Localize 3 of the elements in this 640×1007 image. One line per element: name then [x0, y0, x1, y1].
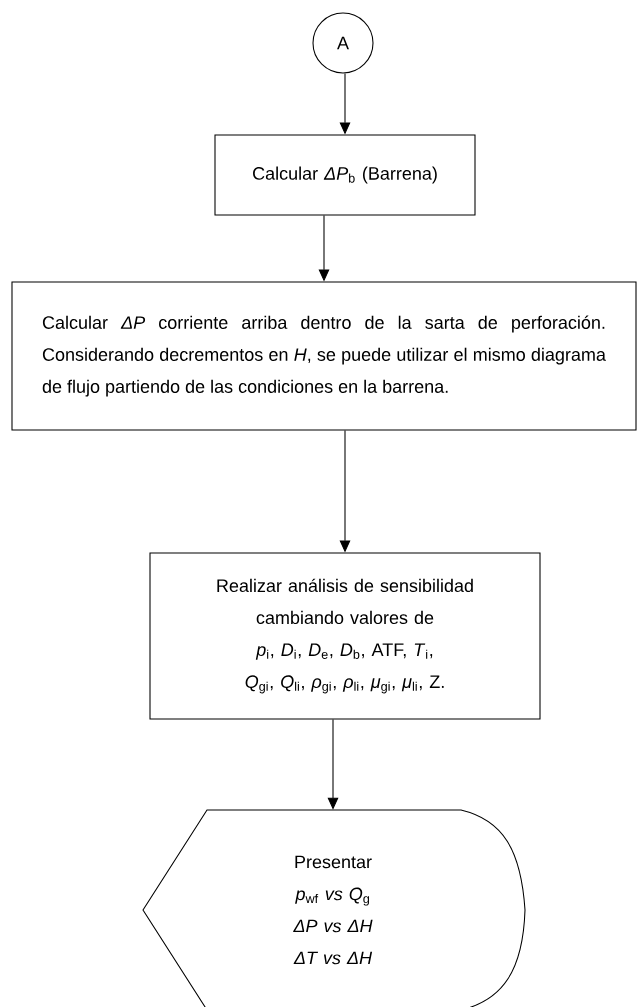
- process-box: Calcular ΔP$_{b}$ (Barrena): [214, 134, 476, 216]
- process-box: Calcular ΔP corriente arriba dentro de la sarta de perforación. Considerando decrementos en H, se puede utilizar el mismo diagrama de flujo partiendo de las condiciones en la barrena.: [11, 281, 637, 431]
- process-box: Realizar análisis de sensibilidad cambiando valores de p$_{i}$, D$_{i}$, D$_{e}$, D$_{b}$, ATF, T$_{i}$, Q$_{gi}$, Q$_{li}$, ρ$_{gi}$, ρ$_{li}$, μ$_{gi}$, μ$_{li}$, Z.: [149, 552, 541, 720]
